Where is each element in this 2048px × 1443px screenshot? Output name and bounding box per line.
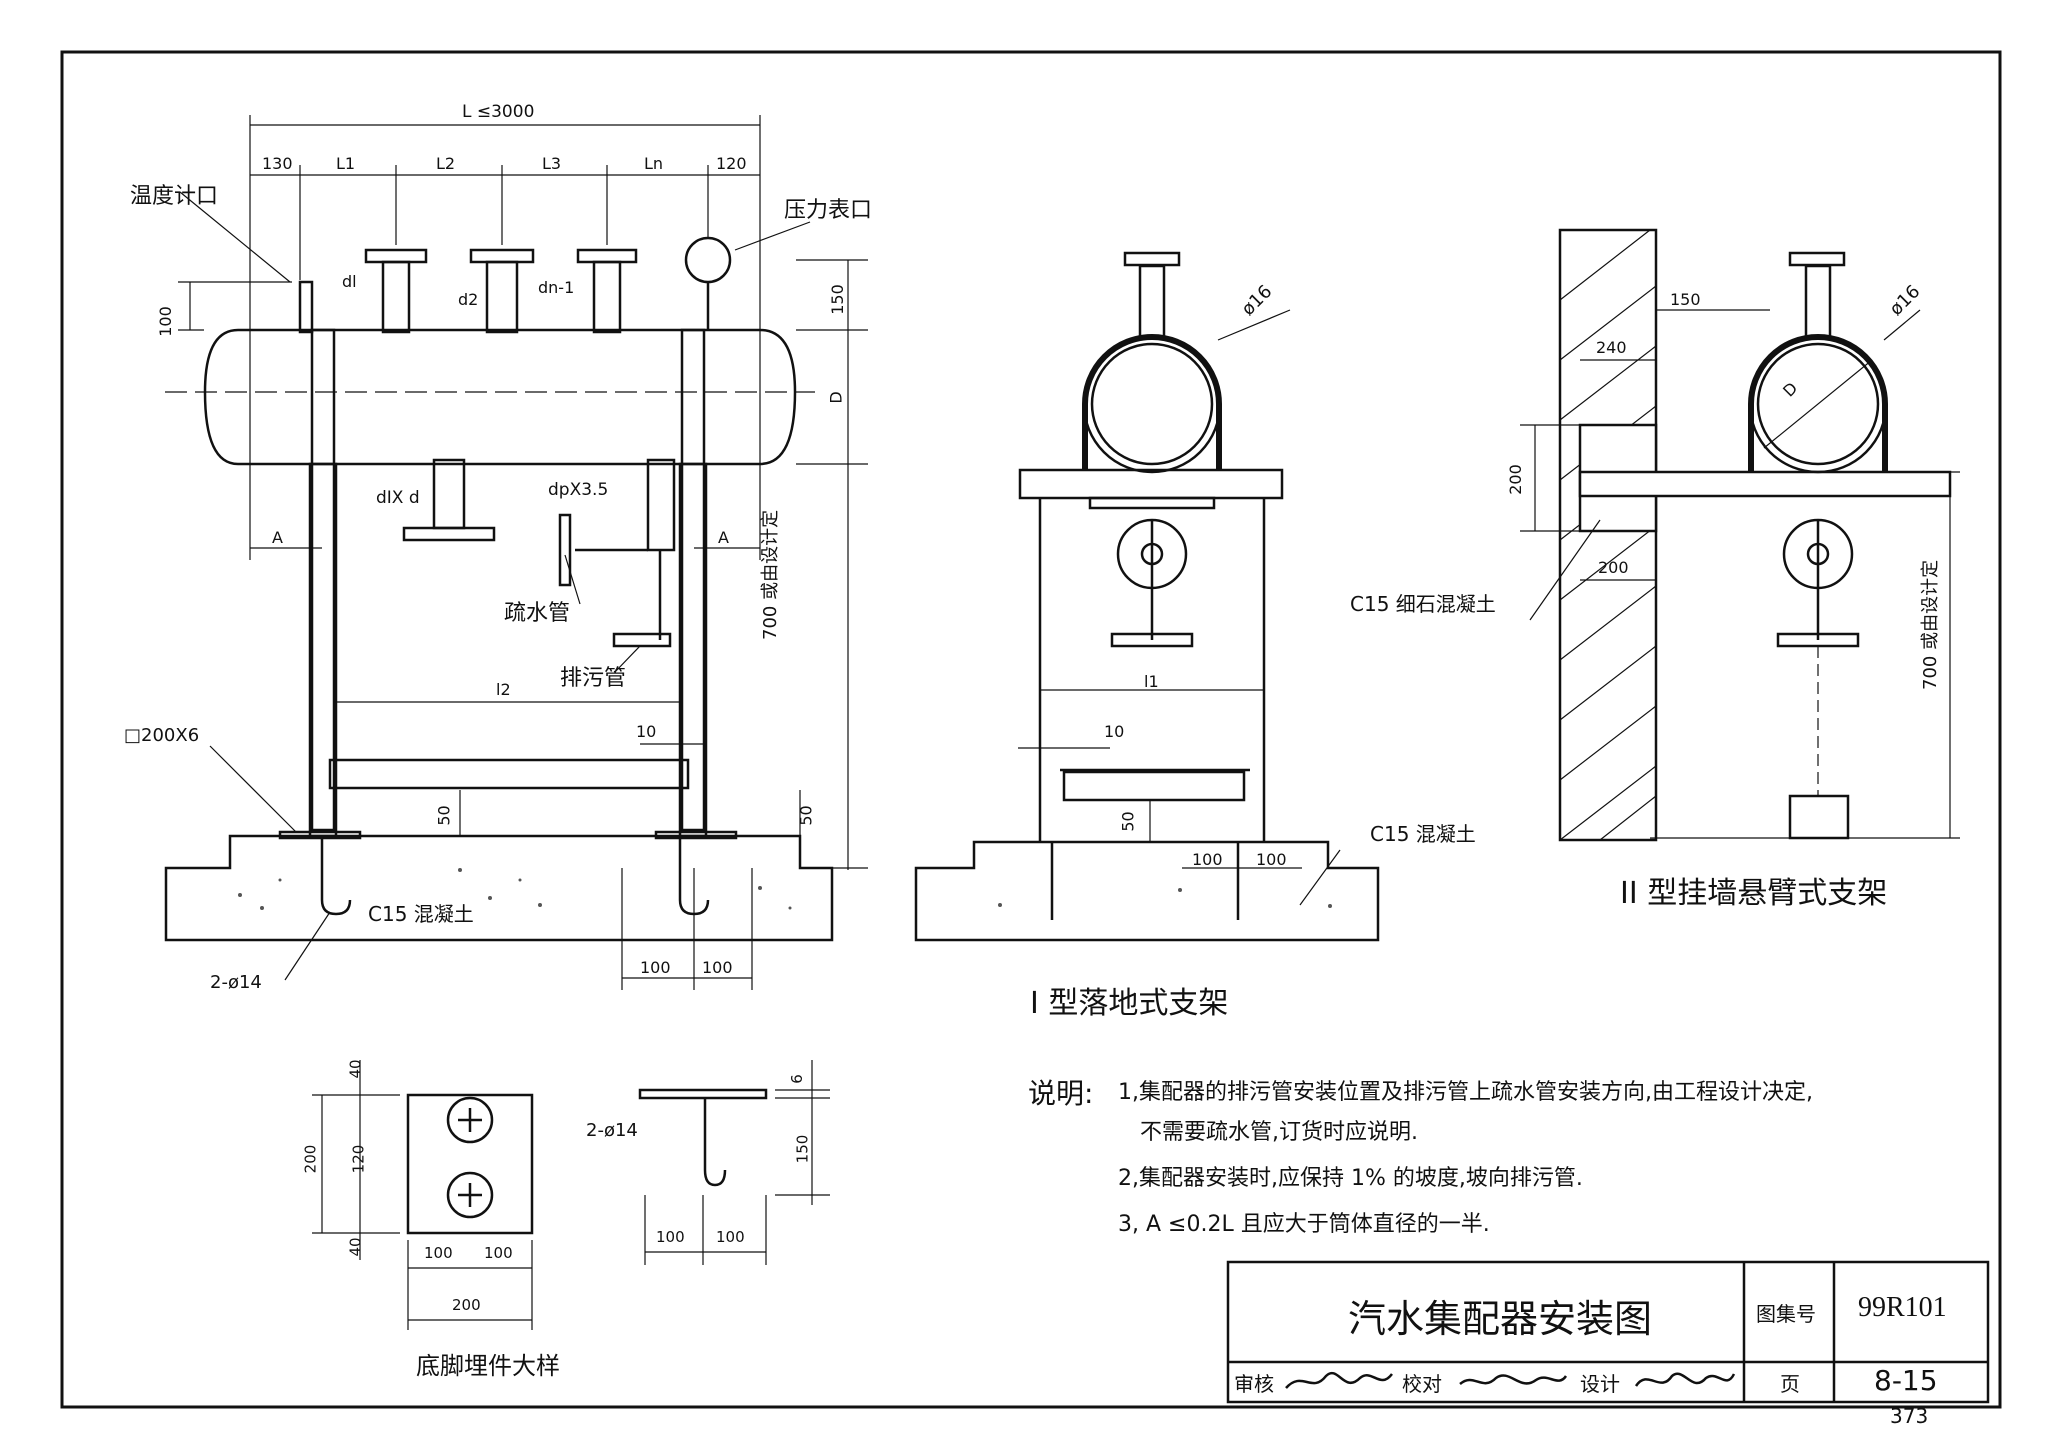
dim-det-100b: 100 [484, 1244, 513, 1262]
type1-view [914, 251, 1380, 942]
dim-r240: 240 [1596, 338, 1627, 357]
dim-l2: l2 [496, 680, 511, 699]
page-label: 页 [1780, 1372, 1800, 1396]
dim-dl1: dl [342, 272, 357, 291]
dim-D: D [826, 391, 846, 404]
signature-review [1285, 1372, 1393, 1389]
dim-150: 150 [827, 284, 847, 315]
dim-50b: 50 [796, 805, 816, 826]
dim-det-200b: 200 [452, 1296, 481, 1314]
label-anchor-rod: 2-ø14 [210, 972, 262, 993]
dim-L: L ≤3000 [462, 102, 535, 122]
dim-det-200: 200 [301, 1144, 320, 1174]
dim-b100a: 100 [640, 958, 671, 977]
dim-A-left: A [272, 528, 283, 547]
note-3: 3, A ≤0.2L 且应大于筒体直径的一半. [1118, 1212, 1490, 1237]
caption-type2: II 型挂墙悬臂式支架 [1620, 876, 1888, 911]
signature-design [1634, 1372, 1736, 1387]
label-sewage: 排污管 [560, 666, 627, 691]
label-c15-fine: C15 细石混凝土 [1350, 592, 1496, 616]
label-c15-mid: C15 混凝土 [1370, 822, 1476, 846]
title-block-frame [1226, 1260, 1990, 1404]
dim-rod-100a: 100 [656, 1228, 685, 1246]
label-steel-plate: □200X6 [124, 725, 200, 746]
review-label: 审核 [1234, 1372, 1274, 1396]
anchor-detail [312, 1060, 830, 1330]
label-700-left: 700 或由设计定 [760, 509, 781, 640]
dim-Ln: Ln [644, 154, 664, 173]
label-dim-dxd: dIX d [376, 488, 420, 508]
label-dim-dp: dpX3.5 [548, 480, 609, 500]
note-1a: 1,集配器的排污管安装位置及排污管上疏水管安装方向,由工程设计决定, [1118, 1080, 1813, 1105]
note-2: 2,集配器安装时,应保持 1% 的坡度,坡向排污管. [1118, 1166, 1583, 1191]
label-anchor-rod-detail: 2-ø14 [586, 1120, 638, 1141]
dim-mid-10: 10 [1104, 722, 1125, 741]
main-elevation [164, 115, 868, 990]
atlas-label: 图集号 [1756, 1302, 1816, 1326]
dim-mid-l1: l1 [1144, 672, 1159, 691]
dim-mid-100a: 100 [1192, 850, 1223, 869]
dim-mid-50: 50 [1118, 811, 1138, 832]
dim-100: 100 [155, 306, 175, 337]
signature-check [1459, 1374, 1568, 1386]
dim-r200v: 200 [1505, 464, 1525, 495]
dim-det-40b: 40 [346, 1237, 365, 1257]
dim-L3: L3 [542, 154, 562, 173]
dim-120: 120 [716, 154, 747, 173]
title-text: 汽水集配器安装图 [1348, 1297, 1653, 1341]
dim-L1: L1 [336, 154, 356, 173]
check-label: 校对 [1402, 1372, 1442, 1396]
notes-heading: 说明: [1028, 1077, 1094, 1110]
sheet-page-number: 373 [1890, 1404, 1929, 1428]
dim-det-40a: 40 [346, 1059, 365, 1079]
label-c15-left: C15 混凝土 [368, 902, 474, 926]
dim-10: 10 [636, 722, 657, 741]
dim-rod-6: 6 [787, 1074, 806, 1084]
label-drain-water: 疏水管 [504, 601, 571, 626]
dim-b100b: 100 [702, 958, 733, 977]
dim-det-120: 120 [349, 1144, 368, 1174]
label-pressure-port: 压力表口 [784, 198, 873, 223]
note-1b: 不需要疏水管,订货时应说明. [1140, 1120, 1418, 1145]
dim-rod-150: 150 [793, 1134, 812, 1164]
page-number-box: 8-15 [1874, 1364, 1938, 1397]
dim-L2: L2 [436, 154, 456, 173]
dim-r200h: 200 [1598, 558, 1629, 577]
dim-50: 50 [434, 805, 454, 826]
concrete-texture [238, 868, 1332, 910]
label-temp-port: 温度计口 [130, 184, 219, 209]
dim-mid-100b: 100 [1256, 850, 1287, 869]
atlas-number: 99R101 [1858, 1292, 1947, 1323]
sheet-border [60, 50, 2002, 1409]
dim-det-100a: 100 [424, 1244, 453, 1262]
dim-dl2: d2 [458, 290, 479, 309]
caption-detail: 底脚埋件大样 [416, 1352, 560, 1380]
dim-r150: 150 [1670, 290, 1701, 309]
dim-130: 130 [262, 154, 293, 173]
label-700-right: 700 或由设计定 [1920, 559, 1941, 690]
caption-type1: I 型落地式支架 [1030, 986, 1229, 1021]
design-label: 设计 [1580, 1372, 1620, 1396]
dim-dln: dn-1 [538, 278, 575, 297]
type2-view [1520, 228, 1960, 842]
dim-A-right: A [718, 528, 729, 547]
dim-rod-100b: 100 [716, 1228, 745, 1246]
